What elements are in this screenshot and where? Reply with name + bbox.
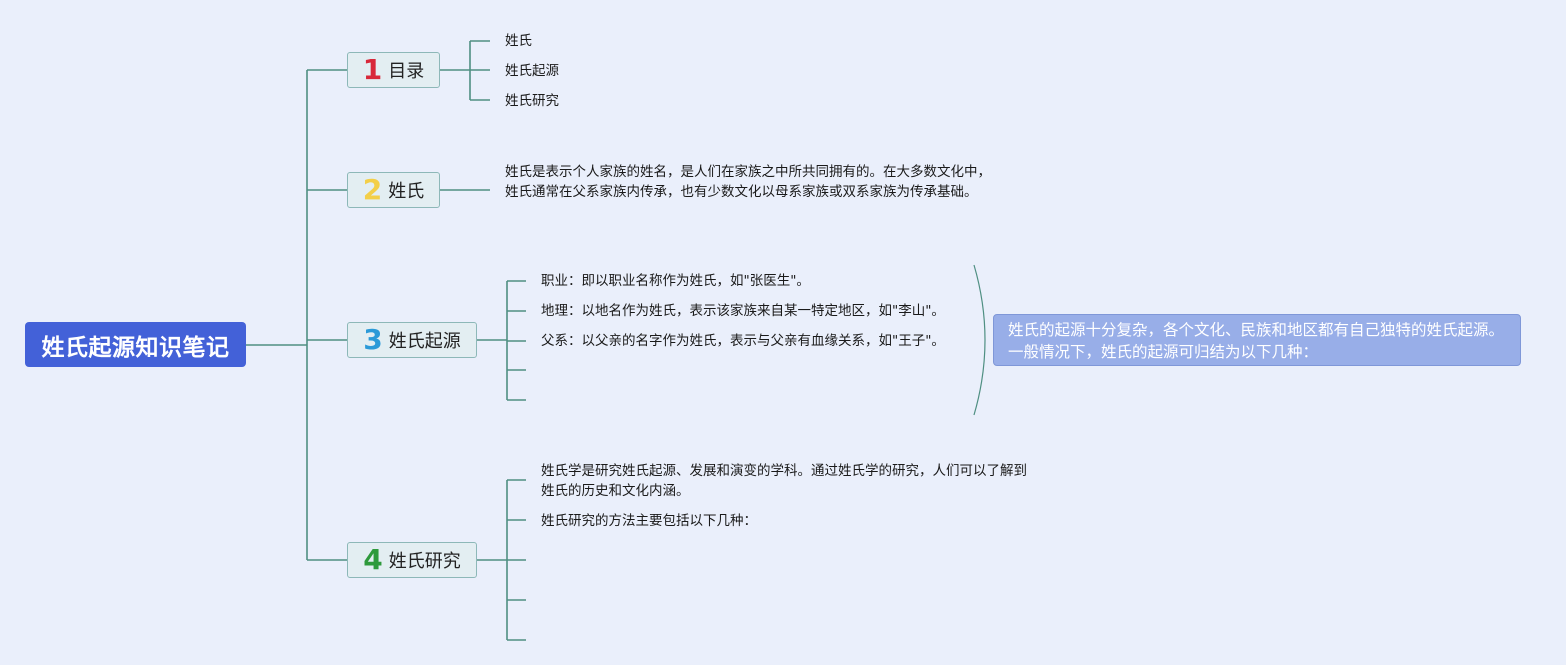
origin-item[interactable]: 职业：即以职业名称作为姓氏，如"张医生"。: [541, 273, 810, 289]
branch-label: 目录: [388, 61, 425, 82]
root-topic[interactable]: 姓氏起源知识笔记: [25, 322, 246, 367]
branch-number: 3: [363, 323, 383, 356]
origin-item[interactable]: 地理：以地名作为姓氏，表示该家族来自某一特定地区，如"李山"。: [541, 303, 945, 319]
branch-label: 姓氏起源: [388, 331, 461, 352]
branch-surname-research[interactable]: 4 姓氏研究: [347, 542, 477, 578]
branch-number: 1: [362, 53, 383, 86]
research-item[interactable]: 姓氏学是研究姓氏起源、发展和演变的学科。通过姓氏学的研究，人们可以了解到姓氏的历…: [541, 463, 1027, 499]
branch-label: 姓氏: [388, 181, 425, 202]
branch-surname-origin[interactable]: 3 姓氏起源: [347, 322, 477, 358]
toc-item[interactable]: 姓氏起源: [505, 63, 559, 79]
research-item[interactable]: 姓氏研究的方法主要包括以下几种：: [541, 513, 757, 529]
toc-item[interactable]: 姓氏: [505, 33, 532, 49]
origin-summary-note[interactable]: 姓氏的起源十分复杂，各个文化、民族和地区都有自己独特的姓氏起源。一般情况下，姓氏…: [993, 314, 1521, 366]
toc-item[interactable]: 姓氏研究: [505, 93, 559, 109]
branch-number: 4: [363, 543, 383, 576]
branch-number: 2: [362, 173, 383, 206]
branch-toc[interactable]: 1 目录: [347, 52, 440, 88]
surname-description[interactable]: 姓氏是表示个人家族的姓名，是人们在家族之中所共同拥有的。在大多数文化中，姓氏通常…: [505, 164, 991, 200]
branch-label: 姓氏研究: [388, 551, 461, 572]
branch-surname[interactable]: 2 姓氏: [347, 172, 440, 208]
origin-item[interactable]: 父系：以父亲的名字作为姓氏，表示与父亲有血缘关系，如"王子"。: [541, 333, 945, 349]
